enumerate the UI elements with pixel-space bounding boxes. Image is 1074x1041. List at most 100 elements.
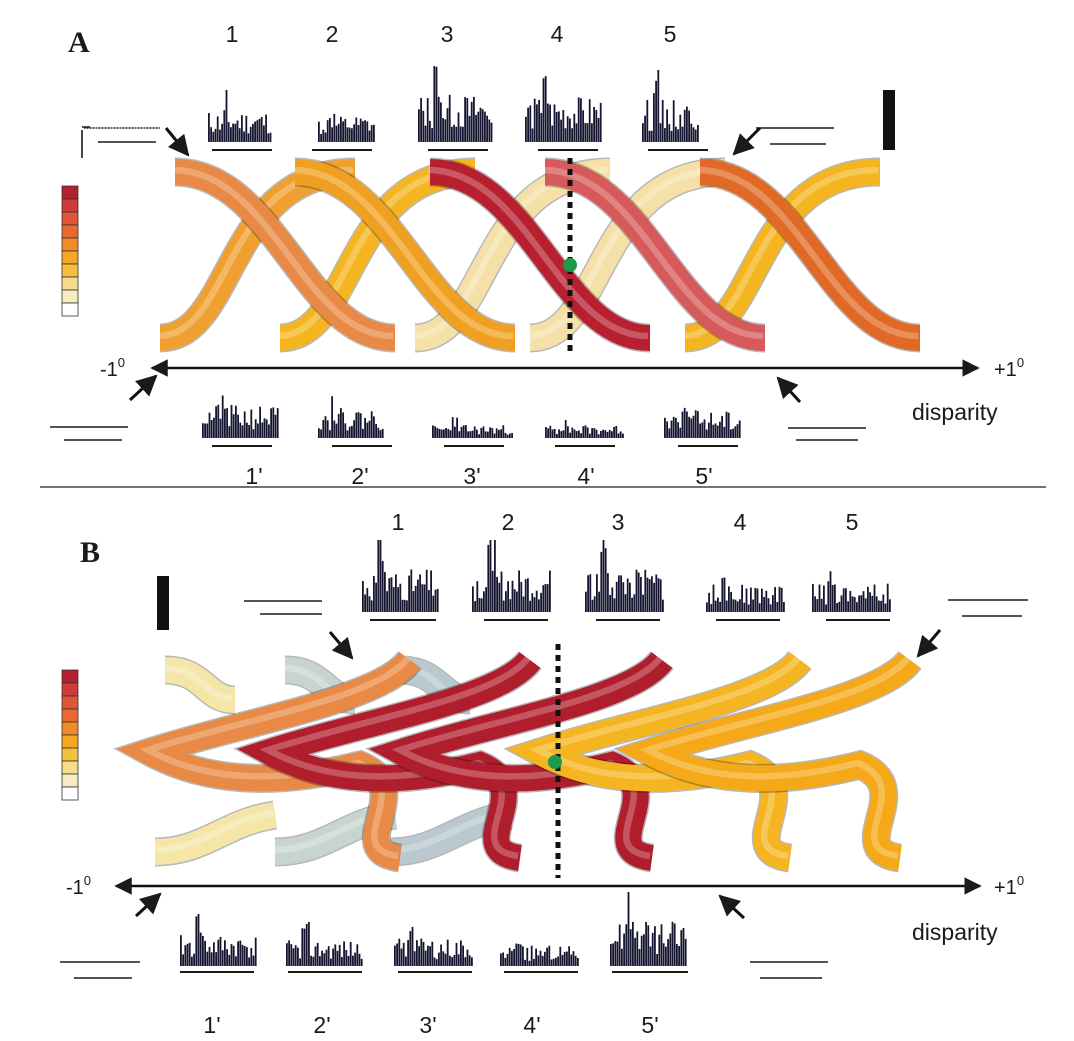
histogram-bar — [520, 581, 523, 612]
histogram-bar — [575, 123, 578, 142]
histogram-bar — [324, 416, 327, 438]
histogram-bar — [223, 110, 226, 142]
histogram-bar — [533, 98, 536, 142]
histogram-bar — [443, 429, 445, 438]
histogram-bar — [216, 116, 219, 142]
histogram-bar — [399, 583, 402, 612]
histogram-bar — [648, 579, 651, 612]
histogram-bar — [616, 941, 619, 966]
histogram-bar — [651, 576, 653, 612]
histogram-bar — [483, 591, 485, 612]
histogram-bar — [659, 123, 662, 142]
histogram-bar — [466, 98, 469, 142]
histogram-bar — [386, 591, 388, 612]
histogram-bar — [417, 579, 419, 612]
tuning-ribbons — [157, 157, 922, 353]
histogram-bar — [368, 420, 371, 438]
histogram-bar — [346, 430, 349, 438]
histogram-bar — [269, 132, 272, 142]
histogram-bar — [204, 940, 206, 966]
histogram-bar — [349, 942, 352, 966]
histogram-bar — [607, 573, 609, 612]
histogram-bar — [451, 126, 453, 142]
histogram-bar — [191, 956, 193, 966]
histogram-bar — [531, 593, 534, 612]
histogram-bar — [337, 123, 340, 142]
cell-label-5-prime: 5' — [695, 463, 712, 489]
histogram-bar — [257, 423, 259, 438]
histogram-bar — [597, 434, 600, 438]
histogram-bar — [566, 951, 568, 966]
histogram-bar — [438, 428, 441, 438]
histogram-bar — [495, 428, 498, 438]
histogram-bar — [224, 940, 226, 966]
histogram-bar — [653, 93, 655, 142]
histogram-bar — [407, 940, 409, 966]
ribbon-highlight — [542, 166, 764, 340]
histogram-bar — [869, 592, 871, 612]
axis-name-label: disparity — [912, 919, 998, 945]
histogram-bar — [310, 955, 312, 966]
histogram-bar — [653, 582, 655, 612]
histogram-bar — [405, 956, 407, 966]
histogram-bar — [625, 924, 628, 966]
histogram-bar — [366, 588, 369, 612]
histogram-bar — [254, 419, 257, 438]
histogram-bar — [812, 583, 814, 612]
histogram-bar — [219, 936, 222, 966]
histogram-bar — [528, 960, 531, 966]
color-scale-swatch — [61, 721, 79, 736]
histogram-bar — [741, 584, 743, 612]
histogram-bar — [491, 428, 494, 438]
histogram-bar — [373, 576, 375, 612]
histogram-bar — [235, 405, 237, 438]
histogram-bar — [260, 116, 263, 142]
histogram-bar — [697, 124, 699, 142]
histogram-bar — [643, 934, 645, 966]
histogram-bar — [210, 952, 213, 966]
histogram-bar — [213, 417, 215, 438]
histogram-bar — [465, 425, 467, 438]
histogram-bar — [626, 578, 629, 612]
histogram-bar — [327, 946, 330, 966]
histogram-bar — [518, 570, 520, 612]
color-scale-swatch — [61, 734, 79, 749]
histogram-bar — [457, 954, 460, 966]
histogram-bar — [525, 116, 527, 142]
histogram — [525, 76, 602, 142]
histogram-bar — [712, 424, 715, 438]
histogram-bar — [597, 117, 600, 142]
histogram-bar — [238, 128, 241, 142]
histogram-bar — [431, 128, 433, 142]
histogram-bar — [232, 945, 235, 966]
histogram-bar — [208, 946, 211, 966]
histogram-bar — [717, 597, 719, 612]
bottom-cell-labels: 1' 2' 3' 4' 5' — [203, 1012, 658, 1038]
histogram-bar — [686, 411, 688, 438]
histogram-bar — [346, 127, 349, 142]
histogram-bar — [442, 118, 444, 142]
histogram-bar — [358, 953, 361, 966]
histogram-bar — [333, 113, 336, 142]
histogram-bar — [524, 579, 527, 612]
histogram-bar — [659, 579, 662, 612]
color-scale-swatch — [61, 695, 79, 710]
histogram-bar — [621, 948, 623, 966]
histogram-bar — [468, 955, 471, 966]
histogram-bar — [823, 585, 825, 612]
histogram-bar — [401, 599, 404, 612]
histogram-bar — [599, 102, 602, 142]
histogram-bar — [193, 953, 195, 966]
histogram-bar — [585, 591, 587, 612]
histogram-bar — [464, 97, 466, 142]
histogram-bar — [436, 588, 439, 612]
histogram-bar — [377, 427, 380, 438]
histogram-bar — [368, 130, 371, 142]
histogram-bar — [449, 430, 452, 438]
histogram-bar — [243, 945, 246, 966]
histogram-bar — [584, 425, 587, 438]
histogram-bar — [688, 416, 690, 438]
histogram-bar — [820, 598, 823, 612]
histogram-bar — [558, 429, 560, 438]
